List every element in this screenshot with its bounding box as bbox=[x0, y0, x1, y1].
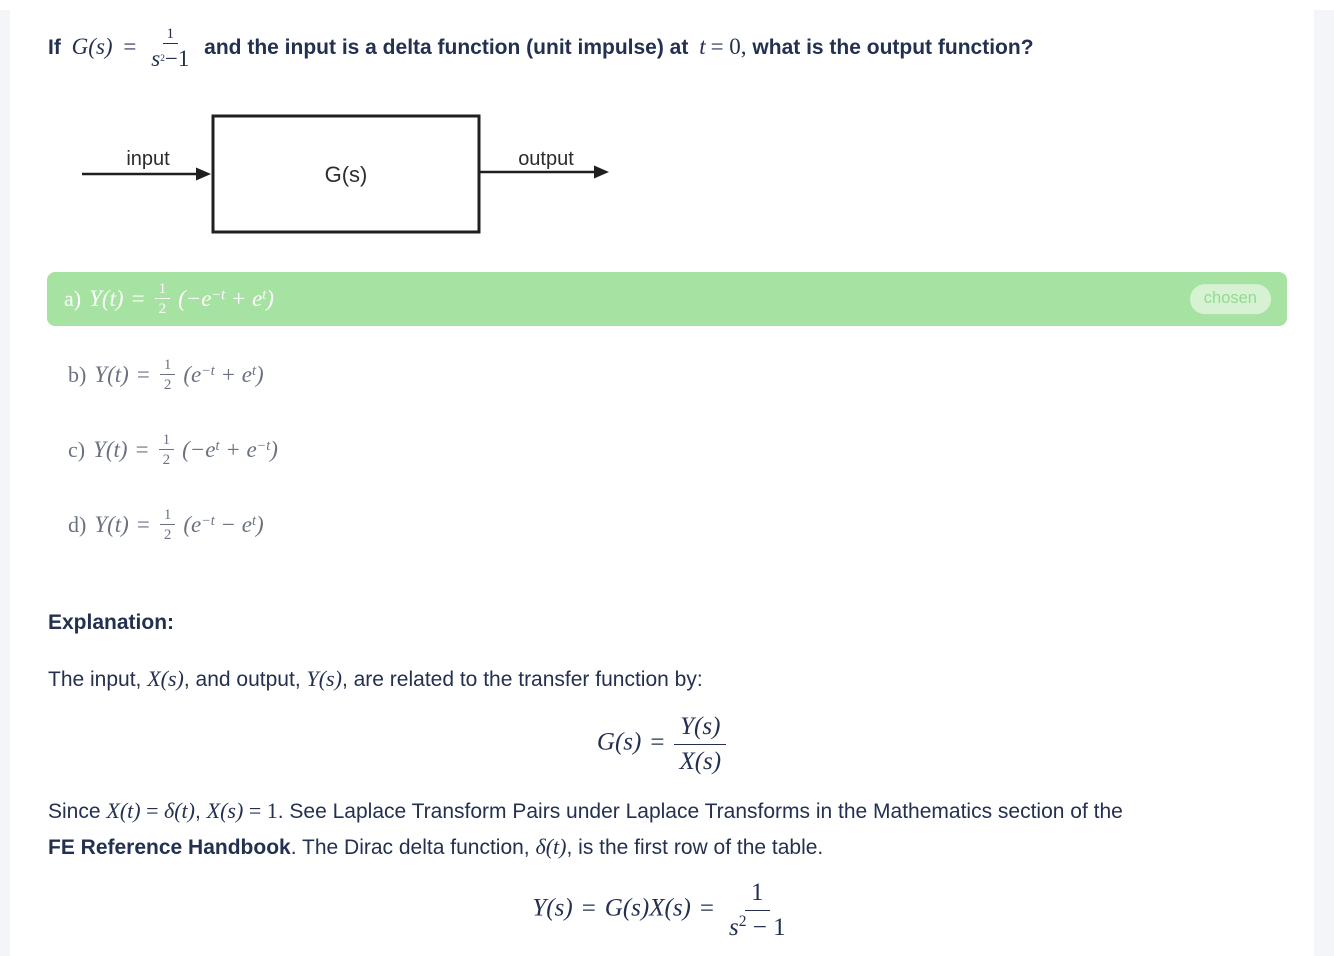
explanation-paragraph-2: Since X(t) = δ(t), X(s) = 1. See Laplace… bbox=[48, 798, 1123, 860]
option-c-expression: (−et + e−t) bbox=[182, 437, 278, 463]
option-d-lhs: Y(t) bbox=[94, 512, 129, 538]
equals-sign: = bbox=[131, 286, 145, 312]
input-arrowhead-icon bbox=[196, 167, 211, 181]
page-gutter-left bbox=[0, 10, 10, 956]
page-gutter-right bbox=[1314, 10, 1334, 956]
output-label: output bbox=[518, 148, 574, 170]
option-a-prefix: a) bbox=[64, 286, 82, 312]
question-t-rest: = 0, bbox=[710, 34, 747, 59]
explanation-section: Explanation: The input, X(s), and output… bbox=[48, 608, 1276, 941]
block-label: G(s) bbox=[325, 162, 368, 187]
question-prefix: If bbox=[48, 36, 61, 59]
question-mid: and the input is a delta function (unit … bbox=[204, 36, 689, 59]
transfer-function-block-diagram: input G(s) output bbox=[82, 114, 609, 234]
option-d-expression: (e−t − et) bbox=[183, 512, 264, 538]
equals-sign: = bbox=[135, 437, 149, 463]
delta-of-t-math: δ(t) bbox=[164, 798, 195, 824]
x-of-t-math: X(t) bbox=[106, 798, 141, 824]
question-t-var: t bbox=[699, 34, 706, 59]
option-b-expression: (e−t + et) bbox=[183, 362, 264, 388]
delta-of-t-math: δ(t) bbox=[535, 834, 567, 860]
output-arrowhead-icon bbox=[594, 165, 609, 179]
fe-reference-handbook: FE Reference Handbook bbox=[48, 836, 291, 860]
option-c-prefix: c) bbox=[68, 437, 86, 463]
x-of-s-math: X(s) bbox=[147, 666, 184, 692]
x-of-s-math: X(s) bbox=[206, 798, 244, 824]
question-transfer-function: G(s) bbox=[71, 34, 113, 59]
chosen-badge: chosen bbox=[1189, 284, 1271, 315]
option-d-prefix: d) bbox=[68, 512, 87, 538]
equals-sign: = bbox=[136, 362, 150, 388]
option-c-lhs: Y(t) bbox=[93, 437, 128, 463]
input-label: input bbox=[126, 148, 170, 170]
explanation-heading: Explanation: bbox=[48, 611, 175, 635]
equals-sign: = bbox=[123, 34, 137, 59]
y-of-s-math: Y(s) bbox=[306, 666, 342, 692]
option-a-lhs: Y(t) bbox=[89, 286, 124, 312]
option-b-lhs: Y(t) bbox=[94, 362, 129, 388]
option-a-expression: (−e−t + et) bbox=[178, 286, 274, 312]
option-b-prefix: b) bbox=[68, 362, 87, 388]
ys-over-xs-fraction: Y(s)X(s) bbox=[673, 713, 727, 775]
equals-sign: = bbox=[136, 512, 150, 538]
g-of-s-block bbox=[211, 114, 481, 234]
explanation-paragraph-1: The input, X(s), and output, Y(s), are r… bbox=[48, 666, 703, 692]
question-suffix: what is the output function? bbox=[752, 36, 1034, 59]
transfer-function-equation: G(s)=Y(s)X(s) bbox=[48, 713, 1276, 775]
